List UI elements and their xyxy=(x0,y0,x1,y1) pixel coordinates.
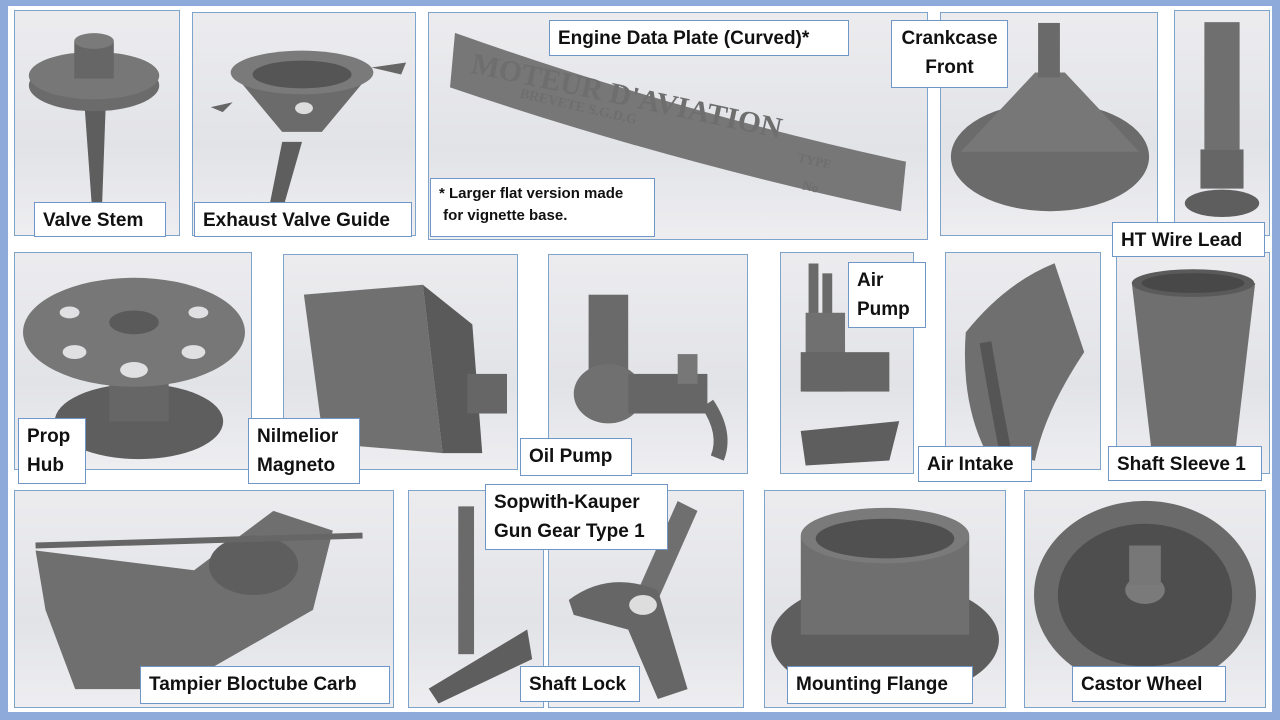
panel-prop-hub xyxy=(14,252,252,470)
tampier-bloctube-carb-image xyxy=(35,510,363,690)
slide: Valve Stem Exhaust Valve Guide MOTEUR D'… xyxy=(8,6,1272,712)
panel-valve-stem xyxy=(14,10,180,236)
panel-mounting-flange xyxy=(764,490,1006,708)
oil-pump-image xyxy=(573,294,728,461)
label-oil-pump: Oil Pump xyxy=(520,438,632,476)
label-nilmelior-magneto: Nilmelior Magneto xyxy=(248,418,360,484)
panel-air-intake xyxy=(945,252,1101,470)
label-gun-gear: Sopwith-Kauper Gun Gear Type 1 xyxy=(485,484,668,550)
label-tampier-bloctube-carb: Tampier Bloctube Carb xyxy=(140,666,390,704)
label-shaft-lock: Shaft Lock xyxy=(520,666,640,702)
air-intake-image xyxy=(964,263,1085,461)
label-air-pump: Air Pump xyxy=(848,262,926,328)
label-castor-wheel: Castor Wheel xyxy=(1072,666,1226,702)
panel-exhaust-valve-guide xyxy=(192,12,416,236)
ht-wire-lead-image xyxy=(1184,22,1260,217)
valve-stem-image xyxy=(28,33,160,209)
label-prop-hub: Prop Hub xyxy=(18,418,86,484)
shaft-sleeve-1-image xyxy=(1131,269,1256,451)
svg-text:TYPE: TYPE xyxy=(796,151,833,172)
air-pump-image xyxy=(800,263,900,466)
label-air-intake: Air Intake xyxy=(918,446,1032,482)
shaft-lock-image xyxy=(568,501,698,699)
label-shaft-sleeve-1: Shaft Sleeve 1 xyxy=(1108,446,1262,481)
exhaust-valve-guide-image xyxy=(210,50,407,212)
panel-shaft-sleeve-1 xyxy=(1116,252,1270,474)
engine-data-plate-image: MOTEUR D'AVIATION BREVETE S.G.D.G TYPE N… xyxy=(450,32,906,212)
svg-text:No: No xyxy=(801,179,819,196)
label-exhaust-valve-guide: Exhaust Valve Guide xyxy=(194,202,412,237)
panel-crankcase-front xyxy=(940,12,1158,236)
nilmelior-magneto-image xyxy=(303,284,508,454)
label-mounting-flange: Mounting Flange xyxy=(787,666,973,704)
note-flat-version: * Larger flat version made for vignette … xyxy=(430,178,655,237)
gun-gear-image xyxy=(428,506,533,704)
label-engine-data-plate: Engine Data Plate (Curved)* xyxy=(549,20,849,56)
label-crankcase-front: Crankcase Front xyxy=(891,20,1008,88)
castor-wheel-image xyxy=(1034,500,1256,690)
panel-ht-wire-lead xyxy=(1174,10,1270,236)
prop-hub-image xyxy=(23,277,245,460)
label-valve-stem: Valve Stem xyxy=(34,202,166,237)
crankcase-front-image xyxy=(950,22,1150,212)
label-ht-wire-lead: HT Wire Lead xyxy=(1112,222,1265,257)
panel-oil-pump xyxy=(548,254,748,474)
